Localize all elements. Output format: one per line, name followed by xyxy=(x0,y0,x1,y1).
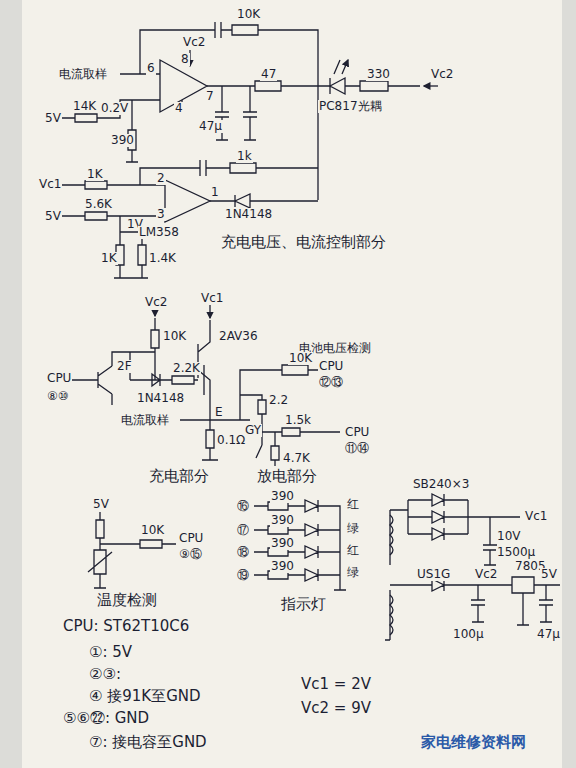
schematic-label: 2.2 xyxy=(268,394,289,407)
schematic-label: 1k xyxy=(236,150,253,163)
schematic-label: 0.1Ω xyxy=(216,434,246,447)
schematic-label: 10V xyxy=(496,530,521,543)
schematic-label: 390 xyxy=(110,134,135,147)
schematic-label: Vc2 = 9V xyxy=(300,700,372,717)
schematic-label: 1K xyxy=(100,252,118,265)
schematic-label: 6 xyxy=(146,62,156,75)
schematic-label: 390 xyxy=(270,537,295,550)
schematic-label: 5.6K xyxy=(84,198,113,211)
schematic-label: ⑱ xyxy=(236,546,250,559)
schematic-label: 指示灯 xyxy=(280,596,327,613)
schematic-label: 7 xyxy=(205,90,215,103)
schematic-label: Vc1 = 2V xyxy=(300,676,372,693)
schematic-label: CPU xyxy=(178,532,204,545)
schematic-label: 390 xyxy=(270,490,295,503)
schematic-label: 14K xyxy=(72,100,97,113)
schematic-label: CPU xyxy=(344,426,370,439)
schematic-label: 2 xyxy=(156,172,166,185)
schematic-label: SB240×3 xyxy=(412,478,470,491)
schematic-label: ⑨⑮ xyxy=(178,548,203,561)
schematic-label: ①: 5V xyxy=(88,644,133,661)
schematic-label: 4 xyxy=(174,102,184,115)
schematic-label: 1.5k xyxy=(284,414,312,427)
schematic-label: Vc1 xyxy=(200,292,224,305)
schematic-label: 330 xyxy=(366,68,391,81)
schematic-label: LM358 xyxy=(138,226,180,239)
schematic-label: 0.2V xyxy=(100,102,129,115)
schematic-label: ②③: xyxy=(88,666,122,683)
schematic-label: ⑦: 接电容至GND xyxy=(88,734,208,751)
schematic-label: 绿 xyxy=(346,522,360,535)
schematic-label: Vc2 xyxy=(182,36,206,49)
schematic-label: 1N4148 xyxy=(136,392,185,405)
schematic-label: ⑤⑥㉒: GND xyxy=(62,710,150,727)
schematic-label: ⑰ xyxy=(236,524,250,537)
schematic-label: 10K xyxy=(162,330,187,343)
watermark: 家电维修资料网 xyxy=(420,734,527,751)
schematic-label: 1K xyxy=(86,168,104,181)
schematic-label: Vc2 xyxy=(430,68,454,81)
schematic-label: 1N4148 xyxy=(224,208,273,221)
schematic-label: 5V xyxy=(44,210,62,223)
schematic-label: 1 xyxy=(210,186,220,199)
schematic-label: 3 xyxy=(156,208,166,221)
schematic-label: CPU xyxy=(318,360,344,373)
schematic-label: US1G xyxy=(416,568,451,581)
schematic-label: ⑲ xyxy=(236,569,250,582)
schematic-label: 绿 xyxy=(346,566,360,579)
schematic-label: 红 xyxy=(346,498,360,511)
schematic-label: 红 xyxy=(346,544,360,557)
schematic-label: ⑪⑭ xyxy=(344,442,370,455)
schematic-label: 温度检测 xyxy=(96,592,158,609)
schematic-label: 5V xyxy=(540,568,558,581)
schematic-label: 1500μ xyxy=(496,546,536,559)
schematic-label: Vc2 xyxy=(474,568,498,581)
schematic-label: 100μ xyxy=(452,628,485,641)
schematic-label: 2F xyxy=(116,360,133,373)
schematic-label: ⑯ xyxy=(236,500,250,513)
schematic-label: 4.7K xyxy=(282,452,311,465)
schematic-label: GY xyxy=(244,424,262,437)
schematic-label: 47μ xyxy=(198,120,223,133)
schematic-label: ④ 接91K至GND xyxy=(88,688,202,705)
schematic-label: 390 xyxy=(270,514,295,527)
schematic-label: 电流取样 xyxy=(58,68,108,81)
schematic-label: CPU: ST62T10C6 xyxy=(62,618,190,635)
schematic-label: 充电部分 xyxy=(148,468,210,485)
schematic-label: 2AV36 xyxy=(218,330,259,343)
schematic-label: CPU xyxy=(46,372,72,385)
schematic-label: Vc1 xyxy=(524,510,548,523)
schematic-label: 5V xyxy=(44,112,62,125)
schematic-label: 放电部分 xyxy=(256,468,318,485)
schematic-label: 电流取样 xyxy=(120,414,170,427)
schematic-label: 8 xyxy=(180,53,190,66)
schematic-label: 47μ xyxy=(536,628,561,641)
schematic-label: 47 xyxy=(260,68,277,81)
schematic-label: 10K xyxy=(236,8,261,21)
schematic-label: ⑧⑩ xyxy=(46,390,70,403)
schematic-label: 充电电压、电流控制部分 xyxy=(220,234,387,251)
schematic-label: 10K xyxy=(288,352,313,365)
schematic-label: ⑫⑬ xyxy=(318,376,344,389)
schematic-label: E xyxy=(214,406,224,419)
schematic-label: Vc1 xyxy=(38,178,62,191)
schematic-label: 5V xyxy=(92,498,110,511)
schematic-label: 10K xyxy=(140,524,165,537)
schematic-label: 390 xyxy=(270,560,295,573)
schematic-label: Vc2 xyxy=(144,296,168,309)
schematic-label: 1.4K xyxy=(148,252,177,265)
schematic-label: 2.2K xyxy=(172,362,201,375)
schematic-label: PC817光耦 xyxy=(318,100,383,113)
